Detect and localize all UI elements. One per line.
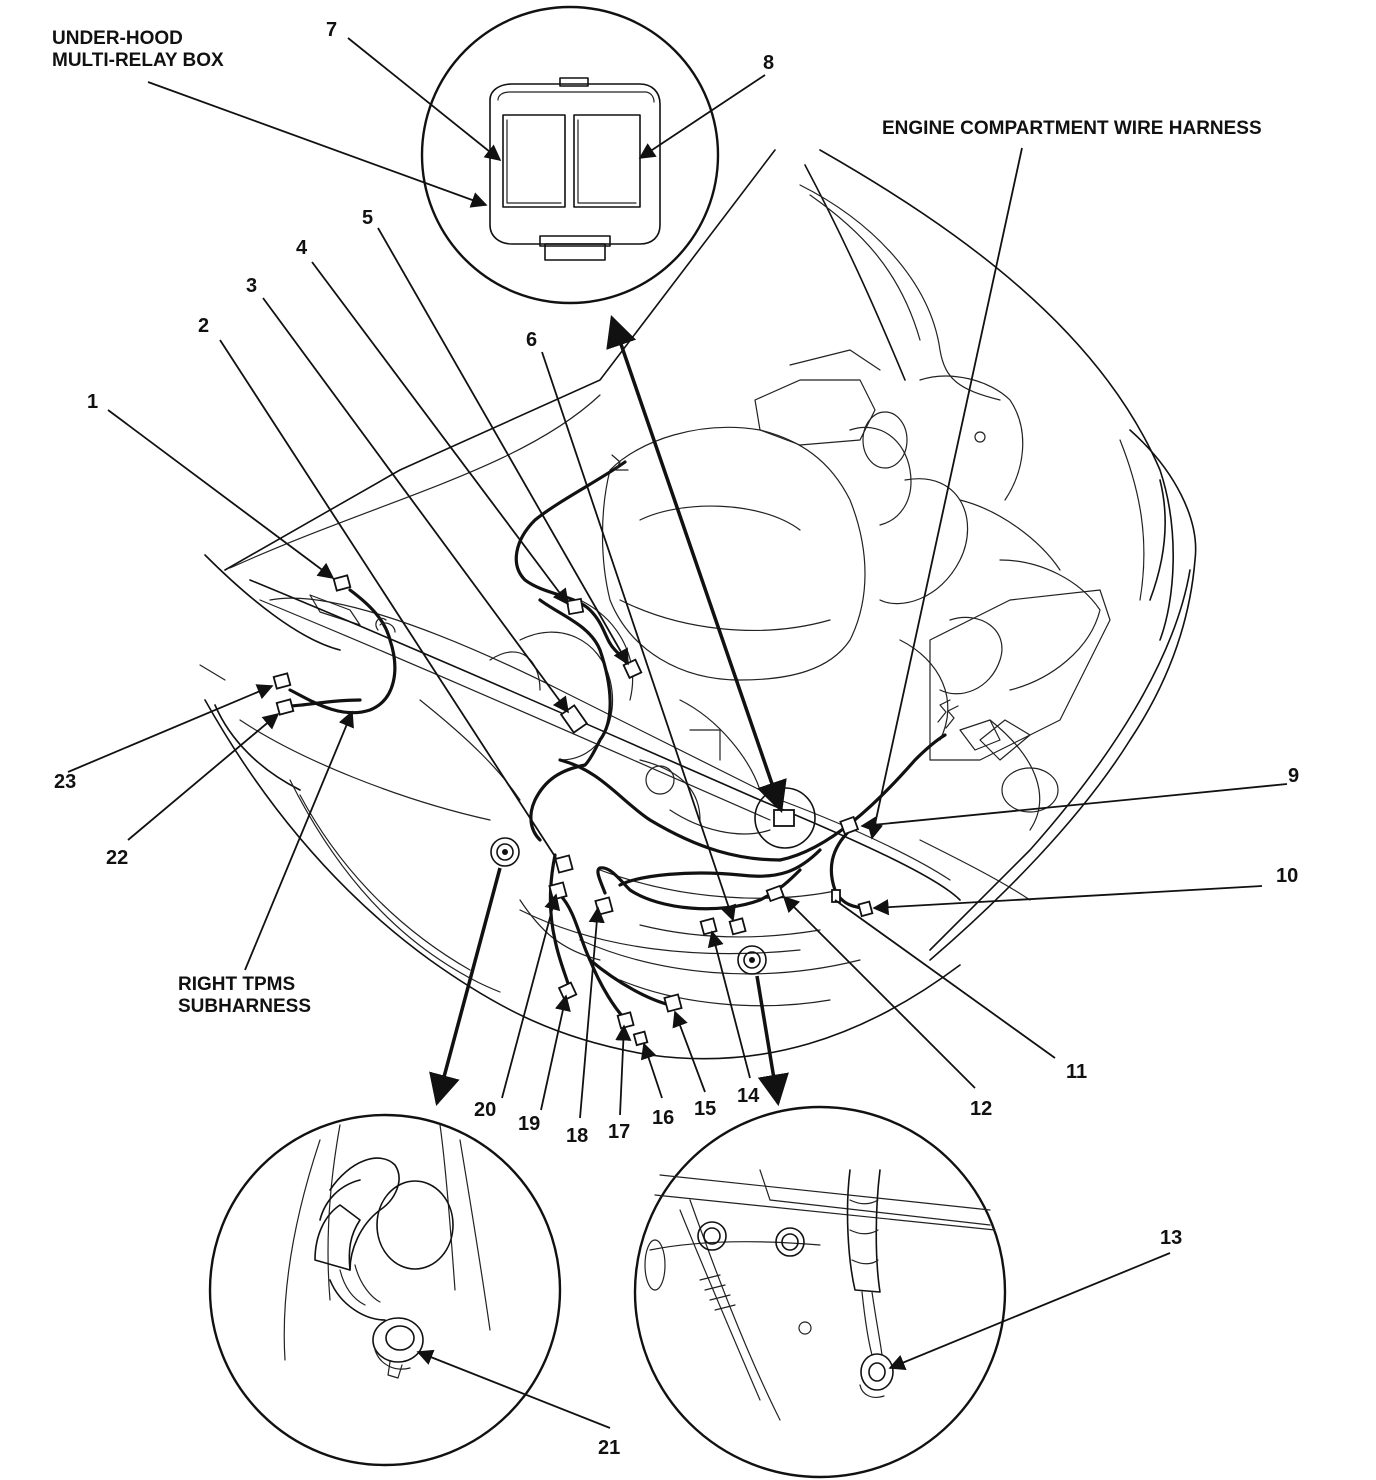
right-ground-detail xyxy=(633,1105,1007,1479)
callout-3: 3 xyxy=(246,275,257,297)
callout-23: 23 xyxy=(54,771,76,793)
callout-9: 9 xyxy=(1288,765,1299,787)
connector-12 xyxy=(765,884,785,903)
ground-bolts xyxy=(490,787,816,975)
callout-4: 4 xyxy=(296,237,308,259)
connector-23 xyxy=(272,672,292,690)
callout-19: 19 xyxy=(518,1113,540,1135)
connector-10 xyxy=(857,900,874,918)
relay-box-label-line1: UNDER-HOOD xyxy=(52,28,183,49)
connector-22 xyxy=(275,698,295,716)
callout-8: 8 xyxy=(763,52,774,74)
callout-2: 2 xyxy=(198,315,209,337)
callout-21: 21 xyxy=(598,1437,620,1459)
callout-6: 6 xyxy=(526,329,537,351)
connectors xyxy=(272,574,874,1047)
callout-5: 5 xyxy=(362,207,373,229)
leader-lines xyxy=(67,37,1288,1429)
connector-16 xyxy=(632,1030,649,1047)
callout-20: 20 xyxy=(474,1099,496,1121)
callout-18: 18 xyxy=(566,1125,588,1147)
callout-22: 22 xyxy=(106,847,128,869)
relay-box-label-line2: MULTI-RELAY BOX xyxy=(52,50,224,71)
connector-17 xyxy=(616,1011,635,1030)
engine-harness-label: ENGINE COMPARTMENT WIRE HARNESS xyxy=(882,118,1262,139)
connector-20 xyxy=(548,881,568,901)
vehicle-body-drawing xyxy=(199,149,1197,1060)
connector-14b xyxy=(728,917,747,936)
callout-1: 1 xyxy=(87,391,98,413)
connector-9 xyxy=(839,815,860,836)
connector-1 xyxy=(332,574,352,592)
connector-center xyxy=(773,809,795,827)
callout-13: 13 xyxy=(1160,1227,1182,1249)
ground-bolt-left xyxy=(490,837,520,867)
tpms-label-line2: SUBHARNESS xyxy=(178,996,311,1017)
connector-14a xyxy=(699,917,718,936)
connector-2 xyxy=(554,854,574,874)
callout-14: 14 xyxy=(737,1085,760,1107)
callout-16: 16 xyxy=(652,1107,674,1129)
callout-7: 7 xyxy=(326,19,337,41)
left-ground-detail xyxy=(208,1113,562,1467)
callout-17: 17 xyxy=(608,1121,630,1143)
connector-15 xyxy=(663,993,683,1013)
ground-bolt-right xyxy=(737,945,767,975)
callout-12: 12 xyxy=(970,1098,992,1120)
callout-10: 10 xyxy=(1276,865,1298,887)
connector-3 xyxy=(559,704,589,734)
relay-box-detail xyxy=(420,5,720,305)
callout-numbers: 1 2 3 4 5 6 7 8 9 10 11 12 13 14 15 16 1… xyxy=(54,19,1299,1459)
callout-11: 11 xyxy=(1066,1061,1087,1083)
connector-5 xyxy=(566,597,585,616)
tpms-label-line1: RIGHT TPMS xyxy=(178,974,295,995)
connector-11 xyxy=(831,889,841,903)
connector-19 xyxy=(557,981,578,1002)
harness-routing xyxy=(288,454,959,1024)
callout-15: 15 xyxy=(694,1098,716,1120)
